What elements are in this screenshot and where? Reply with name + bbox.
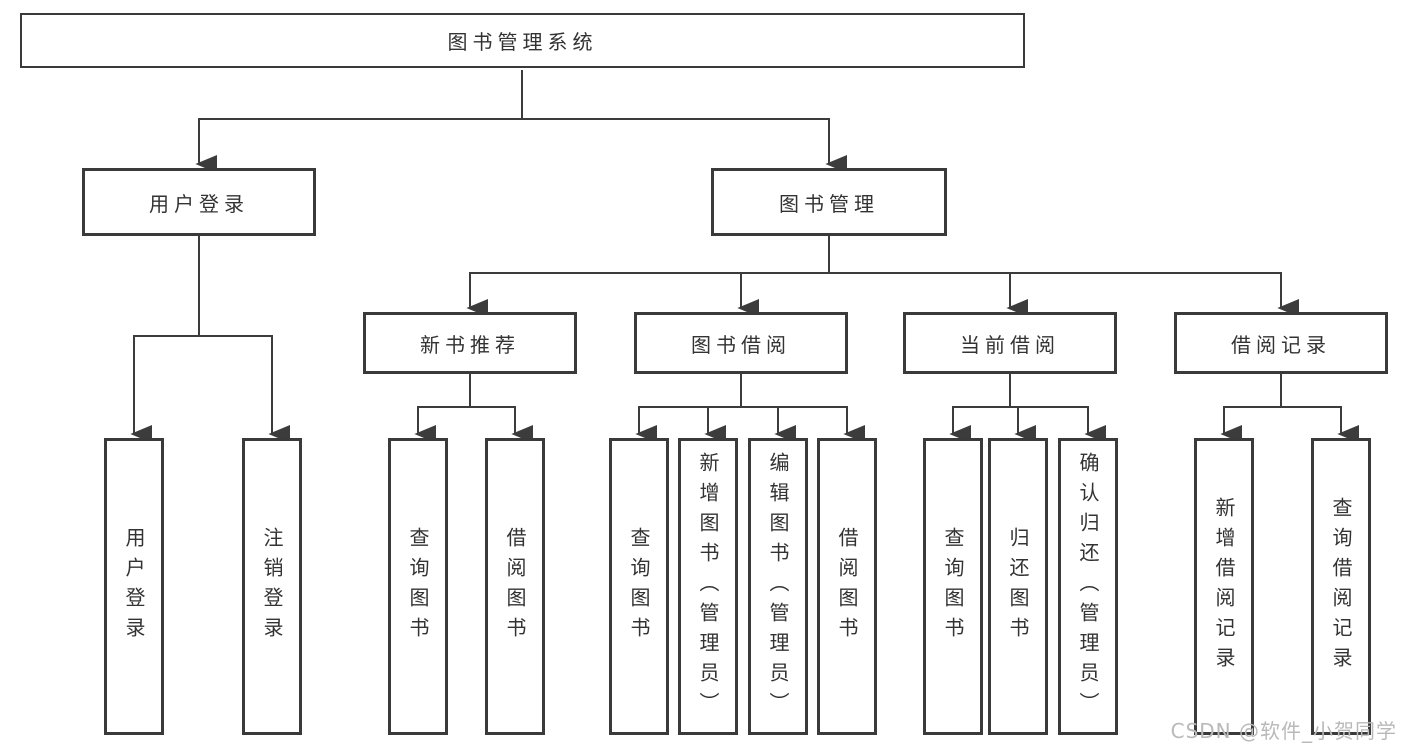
leaf-query-books-3: 查询图书 bbox=[923, 438, 983, 735]
leaf-add-book-admin: 新增图书（管理员） bbox=[678, 438, 738, 735]
leaf-return-book: 归还图书 bbox=[988, 438, 1048, 735]
leaf-query-books-2: 查询图书 bbox=[609, 438, 669, 735]
leaf-query-books-1: 查询图书 bbox=[388, 438, 448, 735]
leaf-confirm-return-admin: 确认归还（管理员） bbox=[1058, 438, 1118, 735]
leaf-edit-book-admin: 编辑图书（管理员） bbox=[748, 438, 808, 735]
leaf-user-login: 用户登录 bbox=[104, 438, 164, 735]
node-new-book-recommend: 新书推荐 bbox=[363, 312, 577, 374]
leaf-borrow-books-1: 借阅图书 bbox=[485, 438, 545, 735]
node-book-management: 图书管理 bbox=[711, 168, 947, 236]
node-user-login: 用户登录 bbox=[82, 168, 316, 236]
node-current-borrow: 当前借阅 bbox=[903, 312, 1117, 374]
node-borrow-records: 借阅记录 bbox=[1174, 312, 1388, 374]
leaf-query-borrow-record: 查询借阅记录 bbox=[1311, 438, 1371, 735]
leaf-add-borrow-record: 新增借阅记录 bbox=[1194, 438, 1254, 735]
leaf-logout: 注销登录 bbox=[242, 438, 302, 735]
leaf-borrow-books-2: 借阅图书 bbox=[817, 438, 877, 735]
node-root-library-system: 图书管理系统 bbox=[20, 13, 1025, 68]
arrow-connectors bbox=[130, 119, 1359, 443]
watermark: CSDN @软件_小贺同学 bbox=[1170, 719, 1397, 743]
node-book-borrow: 图书借阅 bbox=[634, 312, 848, 374]
